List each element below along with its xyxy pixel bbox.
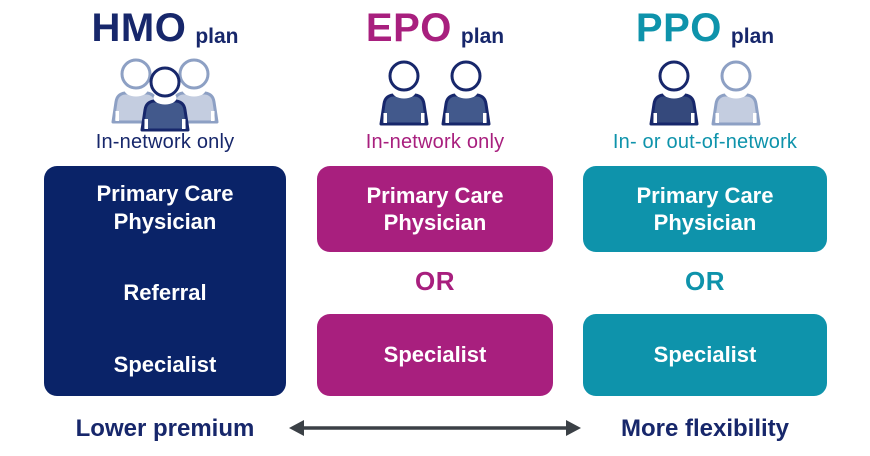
epo-pcp-box: Primary Care Physician	[317, 166, 553, 252]
hmo-three-people-group-icon	[98, 50, 232, 137]
epo-title: EPO plan	[300, 8, 570, 48]
ppo-acronym: PPO	[635, 6, 722, 50]
ppo-specialist-box: Specialist	[583, 314, 827, 396]
ppo-column: PPO plan In- or	[570, 0, 840, 456]
hmo-acronym: HMO	[91, 6, 187, 50]
ppo-network-label: In- or out-of-network	[612, 131, 798, 153]
hmo-step-pcp: Primary Care Physician	[96, 181, 234, 234]
hmo-column: HMO plan	[30, 0, 300, 456]
more-flexibility-label: More flexibility	[620, 415, 790, 442]
hmo-step-specialist: Specialist	[113, 351, 217, 377]
epo-network-label: In-network only	[365, 131, 505, 153]
hmo-plan-word: plan	[195, 25, 239, 48]
hmo-network-label: In-network only	[95, 131, 235, 153]
ppo-two-people-in-or-out-icon	[638, 50, 772, 137]
epo-specialist-box: Specialist	[317, 314, 553, 396]
epo-column: EPO plan In-net	[300, 0, 570, 456]
hmo-steps-box: Primary Care Physician Referral Speciali…	[44, 166, 286, 396]
tradeoff-double-arrow-icon	[286, 416, 584, 445]
epo-plan-word: plan	[460, 25, 505, 48]
lower-premium-label: Lower premium	[75, 415, 255, 442]
hmo-step-referral: Referral	[123, 280, 207, 305]
epo-or-label: OR	[415, 266, 455, 296]
epo-acronym: EPO	[365, 6, 452, 50]
epo-two-people-icon	[368, 50, 502, 137]
hmo-title: HMO plan	[30, 8, 300, 48]
ppo-or-label: OR	[685, 266, 725, 296]
ppo-pcp-box: Primary Care Physician	[583, 166, 827, 252]
ppo-plan-word: plan	[730, 25, 775, 48]
ppo-title: PPO plan	[570, 8, 840, 48]
